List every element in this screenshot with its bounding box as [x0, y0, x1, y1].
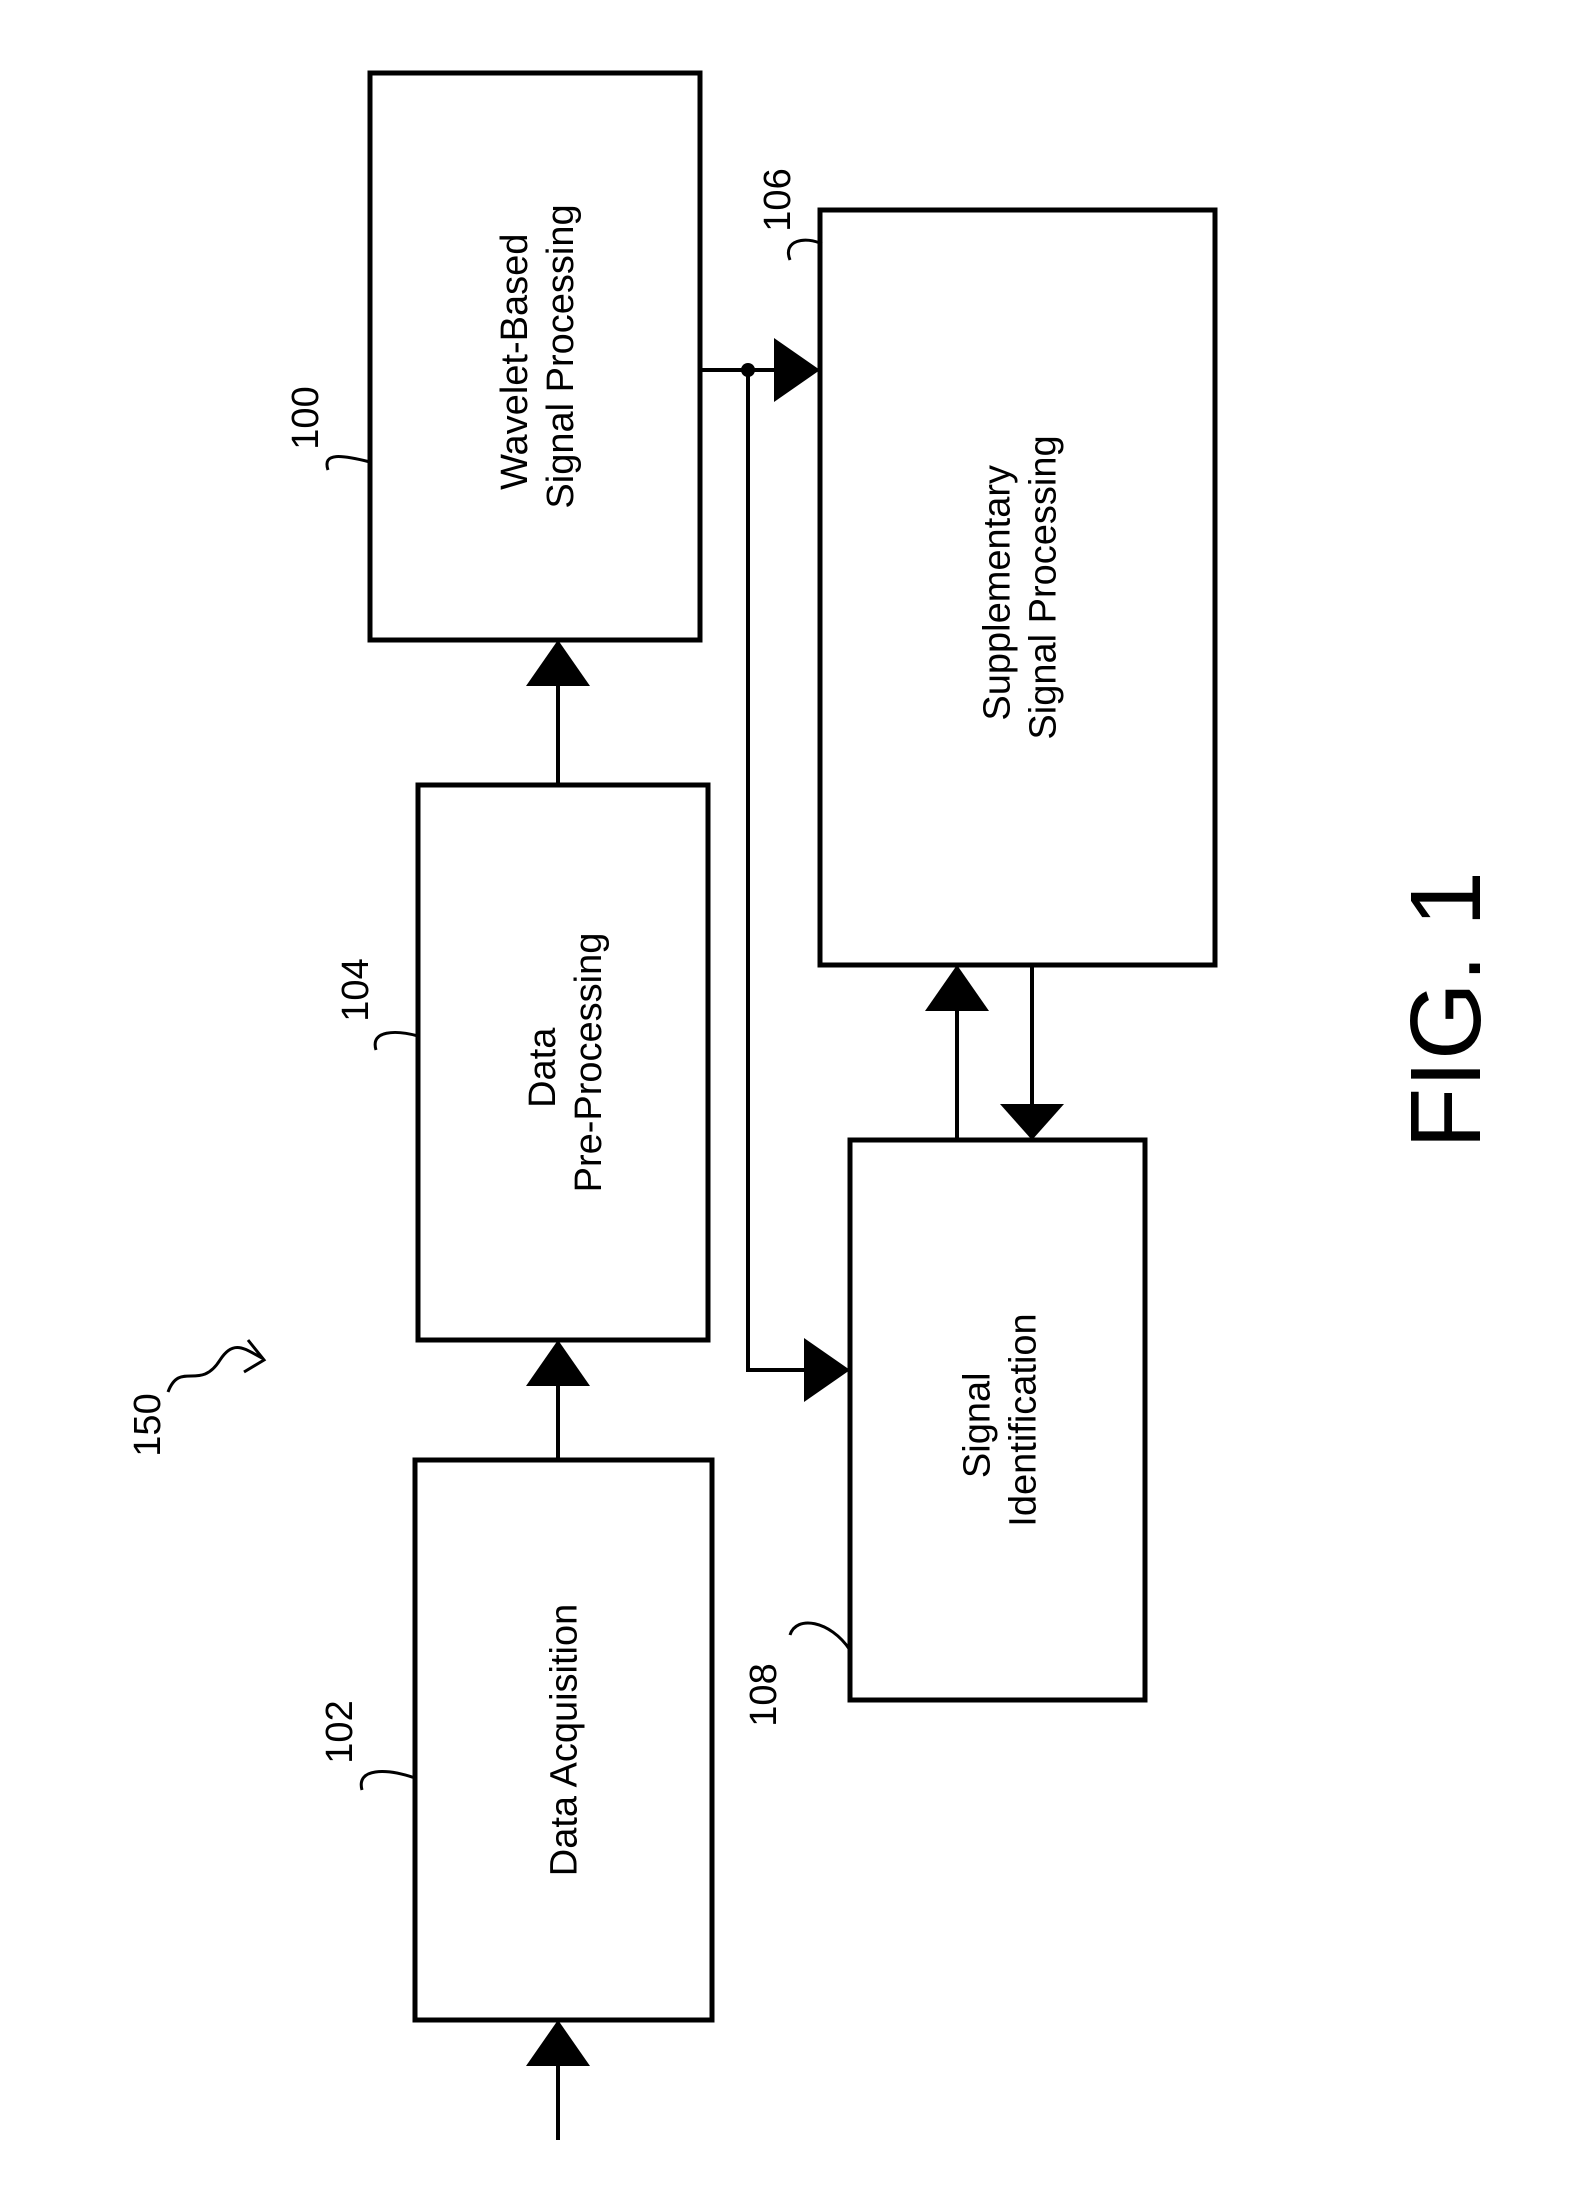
system-ref-leader-tip [244, 1340, 264, 1372]
supp-to-ident-arrowhead [1000, 1104, 1064, 1140]
signal-identification-block: Signal Identification [850, 1140, 1145, 1700]
svg-text:Data Acquisition: Data Acquisition [544, 1604, 586, 1877]
supplementary-processing-block: Supplementary Signal Processing [820, 210, 1215, 965]
wavelet-to-ident-arrowhead [804, 1338, 850, 1402]
wavelet-to-supp-arrowhead [774, 338, 820, 402]
wavelet-ref-leader [327, 457, 370, 470]
wavelet-ref-number: 100 [285, 386, 327, 449]
data-acquisition-label-line-1: Data Acquisition [544, 1604, 586, 1877]
signal-identification-label-line-2: Identification [1003, 1313, 1045, 1526]
data-preprocessing-block: Data Pre-Processing [418, 785, 708, 1340]
data-acquisition-ref-number: 102 [319, 1700, 361, 1763]
data-preprocessing-label-line-1: Data [522, 1027, 564, 1108]
signal-identification-label-line-1: Signal [957, 1372, 999, 1478]
data-preprocessing-label-line-2: Pre-Processing [568, 933, 610, 1193]
supplementary-ref-leader [788, 240, 822, 260]
supplementary-processing-label-line-1: Supplementary [977, 465, 1019, 721]
system-ref-number: 150 [127, 1393, 169, 1456]
supplementary-processing-label-line-2: Signal Processing [1023, 435, 1065, 739]
supplementary-ref-number: 106 [757, 168, 799, 231]
wavelet-processing-label-line-2: Signal Processing [540, 204, 582, 508]
wavelet-processing-label-line-1: Wavelet-Based [494, 234, 536, 490]
acq-to-preproc-arrowhead [526, 1340, 590, 1386]
figure-label: FIG. 1 [1390, 871, 1502, 1149]
data-preprocessing-ref-leader [375, 1033, 418, 1050]
preproc-to-wavelet-arrowhead [526, 640, 590, 686]
signal-identification-ref-leader [790, 1623, 850, 1650]
wavelet-to-ident-line [748, 370, 805, 1370]
wavelet-processing-block: Wavelet-Based Signal Processing [370, 73, 700, 640]
data-acquisition-block: Data Acquisition [415, 1460, 712, 2020]
data-acquisition-ref-leader [361, 1772, 415, 1790]
input-arrowhead [526, 2020, 590, 2066]
signal-identification-ref-number: 108 [743, 1663, 785, 1726]
data-preprocessing-ref-number: 104 [335, 958, 377, 1021]
ident-to-supp-arrowhead [925, 965, 989, 1011]
